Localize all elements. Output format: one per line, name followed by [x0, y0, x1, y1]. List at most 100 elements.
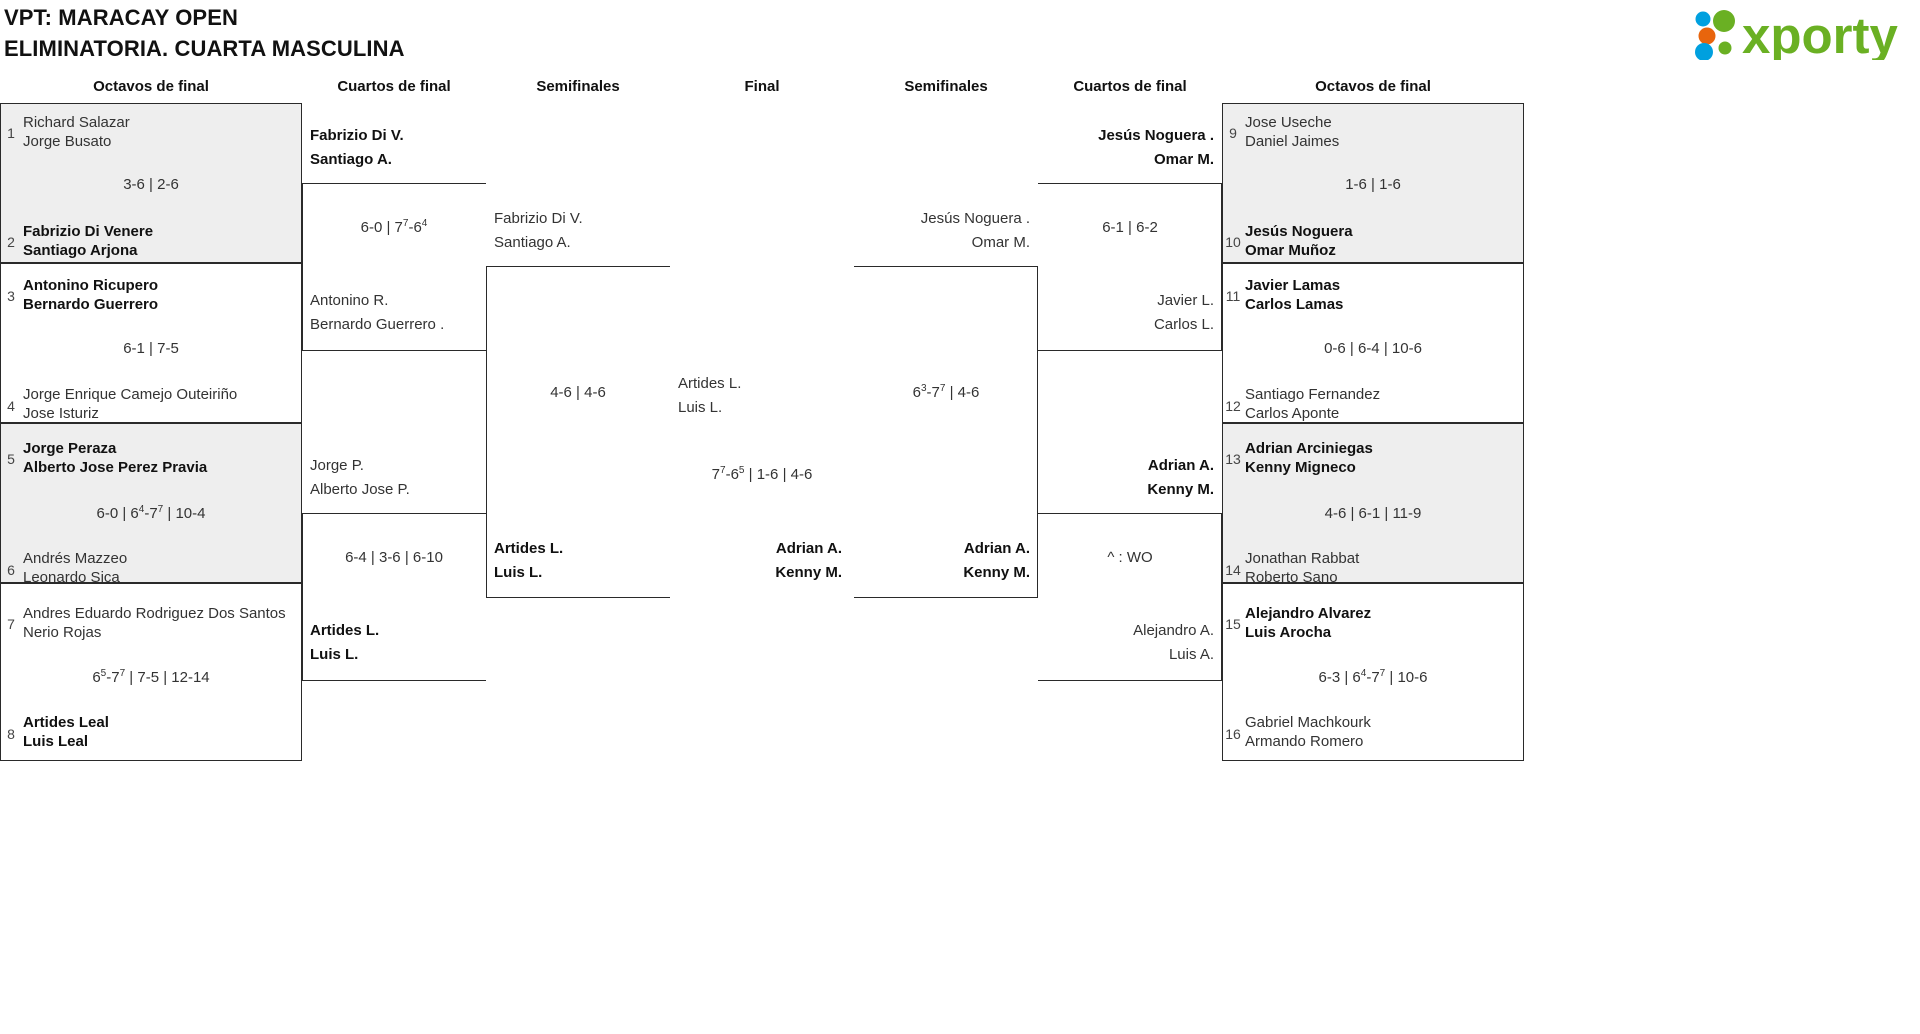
score-text: ^ : WO	[1107, 549, 1153, 566]
match-box-right-octavos-2[interactable]	[1222, 263, 1524, 423]
advanced-player: Javier L. Carlos L.	[1038, 289, 1214, 337]
slot-clip: Javier Lamas Carlos Lamas	[1245, 275, 1523, 323]
player-name: Javier Lamas	[1245, 277, 1341, 294]
connector-left-cuartos-1	[302, 183, 486, 351]
player-name: Santiago A.	[494, 234, 571, 251]
seed-number: 7	[7, 616, 15, 632]
connector-left-semifinales	[486, 266, 670, 598]
player-name: Armando Romero	[1245, 733, 1364, 750]
match-box-right-octavos-4[interactable]	[1222, 583, 1524, 761]
player-name: Adrian Arciniegas	[1245, 440, 1373, 457]
player-name: Jorge P.	[310, 457, 364, 474]
player-name: Richard Salazar	[23, 114, 130, 131]
player-name: Santiago Fernandez	[1245, 386, 1381, 403]
slot-clip: Antonino Ricupero Bernardo Guerrero	[23, 275, 301, 323]
player-name: Omar Muñoz	[1245, 242, 1336, 259]
player-name: Alejandro Alvarez	[1245, 605, 1372, 622]
score-text: 6-4 | 3-6 | 6-10	[345, 549, 443, 566]
xporty-logo: xporty	[1694, 6, 1912, 64]
player-name: Adrian A.	[775, 540, 842, 557]
match-score: 6-3 | 64-77 | 10-6	[1222, 669, 1524, 687]
round-heading-final: Final	[744, 78, 780, 95]
match-score: 4-6 | 6-1 | 11-9	[1222, 505, 1524, 522]
player-name: Carlos Lamas	[1245, 296, 1344, 313]
player-name: Jose Isturiz	[23, 405, 99, 422]
player-name: Jorge Busato	[23, 133, 112, 150]
seed-number: 4	[7, 398, 15, 414]
match-score: 0-6 | 6-4 | 10-6	[1222, 340, 1524, 357]
slot-clip: Artides Leal Luis Leal	[23, 712, 301, 760]
score-text: 77-65 | 1-6 | 4-6	[711, 465, 813, 484]
page-title: VPT: MARACAY OPEN ELIMINATORIA. CUARTA M…	[4, 2, 405, 64]
player-name: Alberto Jose P.	[310, 481, 410, 498]
slot-clip: Gabriel Machkourk Armando Romero	[1245, 712, 1523, 760]
score-text: 6-1 | 6-2	[1102, 219, 1158, 236]
player-name: Adrian A.	[1147, 457, 1214, 474]
player-name: Bernardo Guerrero .	[310, 316, 445, 333]
player-name: Kenny M.	[1147, 481, 1214, 498]
player-name: Jorge Peraza	[23, 440, 117, 457]
seed-number: 1	[7, 125, 15, 141]
player-name: Luis Arocha	[1245, 624, 1332, 641]
player-name: Fabrizio Di V.	[310, 127, 404, 144]
connector-right-cuartos-1	[1038, 183, 1222, 351]
match-score: 6-0 | 64-77 | 10-4	[0, 504, 302, 523]
score-text: 6-0 | 77-64	[360, 218, 428, 237]
player-name: Bernardo Guerrero	[23, 296, 159, 313]
match-box-left-octavos-3[interactable]	[0, 423, 302, 583]
slot-clip: Adrian Arciniegas Kenny Migneco	[1245, 438, 1523, 486]
seed-number: 15	[1225, 616, 1241, 632]
advanced-player: Fabrizio Di V. Santiago A.	[494, 207, 583, 255]
match-box-left-octavos-4[interactable]	[0, 583, 302, 761]
match-box-left-octavos-1[interactable]	[0, 103, 302, 263]
player-name: Luis L.	[494, 564, 543, 581]
match-score-final: 77-65 | 1-6 | 4-6	[670, 465, 854, 484]
match-box-right-octavos-1[interactable]	[1222, 103, 1524, 263]
player-name: Jesús Noguera .	[920, 210, 1030, 227]
advanced-player: Jesús Noguera . Omar M.	[1038, 124, 1214, 172]
round-heading-right-semifinales: Semifinales	[904, 78, 988, 95]
player-name: Leonardo Sica	[23, 569, 120, 586]
player-name: Jonathan Rabbat	[1245, 550, 1360, 567]
player-name: Javier L.	[1157, 292, 1214, 309]
score-text: 4-6 | 6-1 | 11-9	[1324, 505, 1422, 522]
match-score: 65-77 | 7-5 | 12-14	[0, 668, 302, 687]
player-name: Kenny M.	[775, 564, 842, 581]
match-score: 6-1 | 6-2	[1038, 219, 1222, 236]
player-name: Gabriel Machkourk	[1245, 714, 1371, 731]
slot-clip: Andres Eduardo Rodriguez Dos Santos Neri…	[23, 603, 301, 651]
seed-number: 5	[7, 451, 15, 467]
score-text: 6-0 | 64-77 | 10-4	[96, 504, 206, 523]
player-name: Nerio Rojas	[23, 624, 102, 641]
seed-number: 3	[7, 288, 15, 304]
title-line-1: VPT: MARACAY OPEN	[4, 5, 238, 30]
player-name: Luis A.	[1168, 646, 1214, 663]
score-text: 63-77 | 4-6	[912, 383, 980, 402]
round-heading-left-cuartos: Cuartos de final	[337, 78, 451, 95]
advanced-player: Adrian A. Kenny M.	[854, 537, 1030, 585]
score-text: 6-1 | 7-5	[123, 340, 179, 357]
svg-text:xporty: xporty	[1742, 7, 1899, 60]
slot-clip: Richard Salazar Jorge Busato	[23, 112, 301, 160]
advanced-player: Alejandro A. Luis A.	[1038, 619, 1214, 667]
player-name: Carlos L.	[1153, 316, 1214, 333]
seed-number: 13	[1225, 451, 1241, 467]
advanced-player: Fabrizio Di V. Santiago A.	[310, 124, 404, 172]
player-name: Omar M.	[971, 234, 1030, 251]
player-name: Kenny Migneco	[1245, 459, 1356, 476]
match-box-left-octavos-2[interactable]	[0, 263, 302, 423]
advanced-player-final-bottom: Adrian A. Kenny M.	[670, 537, 842, 585]
seed-number: 11	[1225, 288, 1241, 304]
player-name: Santiago Arjona	[23, 242, 138, 259]
connector-right-semifinales	[854, 266, 1038, 598]
seed-number: 9	[1229, 125, 1237, 141]
slot-clip: Santiago Fernandez Carlos Aponte	[1245, 384, 1523, 432]
player-name: Roberto Sano	[1245, 569, 1338, 586]
score-text: 3-6 | 2-6	[123, 176, 179, 193]
player-name: Jorge Enrique Camejo Outeiriño	[23, 386, 238, 403]
score-text: 65-77 | 7-5 | 12-14	[92, 668, 210, 687]
match-score: ^ : WO	[1038, 549, 1222, 566]
match-score: 6-0 | 77-64	[302, 218, 486, 237]
match-box-right-octavos-3[interactable]	[1222, 423, 1524, 583]
slot-clip: Jose Useche Daniel Jaimes	[1245, 112, 1523, 160]
